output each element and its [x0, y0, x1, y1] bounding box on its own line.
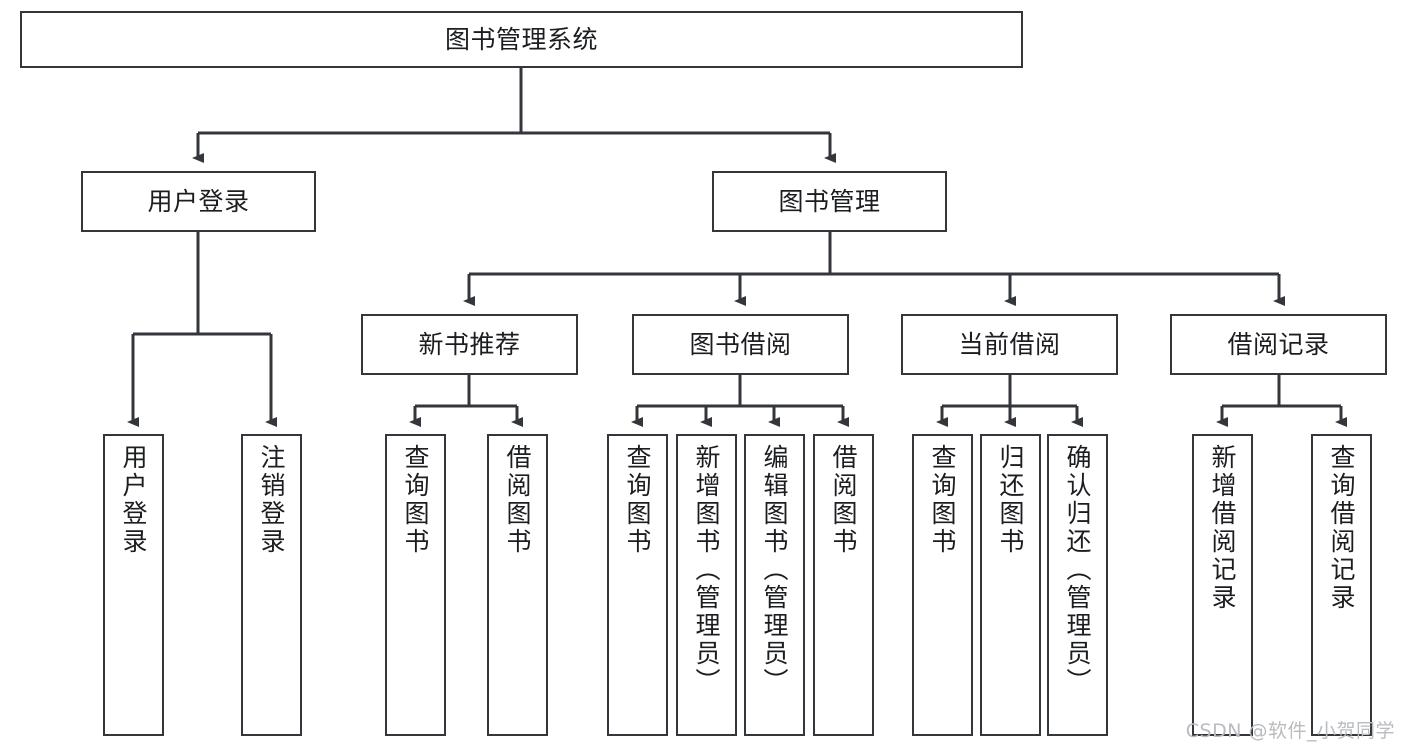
leaf-confirm-return-label: 确认归还（管理员）	[1063, 444, 1092, 696]
leaf-add-record[interactable]: 新增借阅记录	[1192, 434, 1253, 736]
leaf-logout[interactable]: 注销登录	[241, 434, 302, 736]
leaf-borrow-book-2-label: 借阅图书	[829, 444, 858, 556]
leaf-query-book-3[interactable]: 查询图书	[912, 434, 973, 736]
leaf-user-login-label: 用户登录	[119, 444, 148, 556]
leaf-edit-book[interactable]: 编辑图书（管理员）	[744, 434, 805, 736]
node-root[interactable]: 图书管理系统	[20, 11, 1023, 68]
leaf-query-record-label: 查询借阅记录	[1327, 444, 1356, 612]
node-user-login[interactable]: 用户登录	[81, 171, 316, 232]
leaf-add-book-label: 新增图书（管理员）	[692, 444, 721, 696]
leaf-return-book-label: 归还图书	[996, 444, 1025, 556]
leaf-borrow-book-1[interactable]: 借阅图书	[487, 434, 548, 736]
leaf-add-record-label: 新增借阅记录	[1208, 444, 1237, 612]
node-user-login-label: 用户登录	[147, 187, 250, 216]
leaf-query-book-2-label: 查询图书	[623, 444, 652, 556]
leaf-borrow-book-1-label: 借阅图书	[503, 444, 532, 556]
csdn-watermark: CSDN @软件_小贺同学	[1185, 720, 1395, 742]
leaf-query-book-1-label: 查询图书	[401, 444, 430, 556]
leaf-user-login[interactable]: 用户登录	[103, 434, 164, 736]
leaf-query-book-1[interactable]: 查询图书	[385, 434, 446, 736]
leaf-edit-book-label: 编辑图书（管理员）	[760, 444, 789, 696]
leaf-borrow-book-2[interactable]: 借阅图书	[813, 434, 874, 736]
leaf-query-record[interactable]: 查询借阅记录	[1311, 434, 1372, 736]
node-book-manage[interactable]: 图书管理	[712, 171, 947, 232]
leaf-confirm-return[interactable]: 确认归还（管理员）	[1047, 434, 1108, 736]
node-root-label: 图书管理系统	[444, 25, 598, 54]
node-new-book-rec-label: 新书推荐	[418, 330, 521, 359]
leaf-query-book-2[interactable]: 查询图书	[607, 434, 668, 736]
node-book-borrow[interactable]: 图书借阅	[632, 314, 849, 375]
leaf-add-book[interactable]: 新增图书（管理员）	[676, 434, 737, 736]
leaf-logout-label: 注销登录	[257, 444, 286, 556]
node-borrow-record[interactable]: 借阅记录	[1170, 314, 1387, 375]
node-book-borrow-label: 图书借阅	[689, 330, 792, 359]
node-current-borrow[interactable]: 当前借阅	[901, 314, 1118, 375]
node-book-manage-label: 图书管理	[778, 187, 881, 216]
leaf-query-book-3-label: 查询图书	[928, 444, 957, 556]
leaf-return-book[interactable]: 归还图书	[980, 434, 1041, 736]
node-new-book-rec[interactable]: 新书推荐	[361, 314, 578, 375]
node-current-borrow-label: 当前借阅	[958, 330, 1061, 359]
node-borrow-record-label: 借阅记录	[1227, 330, 1330, 359]
